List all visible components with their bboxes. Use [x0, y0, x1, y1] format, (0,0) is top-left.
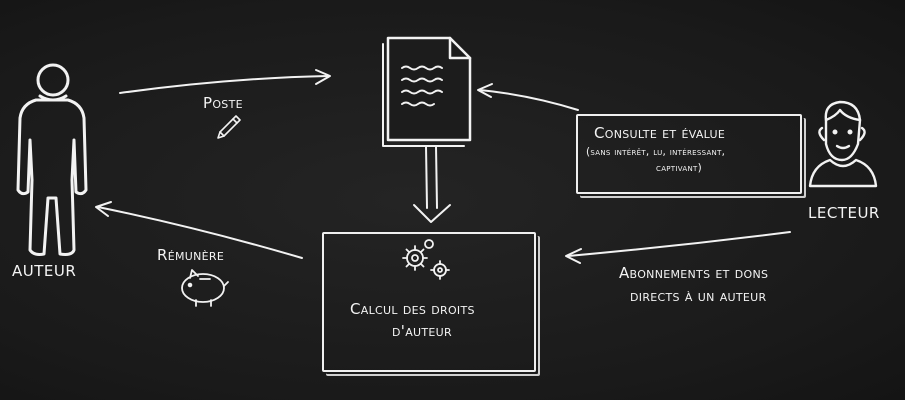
reader-label: LECTEUR: [808, 204, 880, 222]
consult-detail-line1: (sans intérêt, lu, intéressant,: [586, 146, 726, 158]
process-line1: Calcul des droits: [350, 300, 475, 318]
arrow-subscriptions: [565, 231, 791, 264]
consult-title: Consulte et évalue: [594, 124, 726, 142]
pencil-icon: [217, 115, 241, 139]
consult-box: [576, 114, 802, 194]
gears-icon: [402, 239, 450, 280]
subscriptions-line2: directs à un auteur: [630, 287, 767, 305]
remunerate-label: Rémunère: [157, 246, 225, 264]
document-icon: [382, 36, 472, 147]
arrow-remunerate: [95, 201, 303, 259]
post-label: Poste: [203, 94, 243, 112]
arrow-document-to-calc: [413, 145, 451, 223]
consult-detail-line2: captivant): [656, 162, 702, 174]
person-icon: [16, 63, 88, 256]
piggy-bank-icon: [181, 269, 229, 307]
calc-box: [322, 232, 536, 372]
subscriptions-line1: Abonnements et dons: [619, 264, 769, 282]
reader-avatar-icon: [808, 100, 878, 188]
arrow-consult: [477, 83, 579, 111]
author-label: AUTEUR: [12, 262, 77, 280]
process-line2: d'auteur: [392, 322, 452, 340]
arrow-post: [119, 69, 331, 94]
